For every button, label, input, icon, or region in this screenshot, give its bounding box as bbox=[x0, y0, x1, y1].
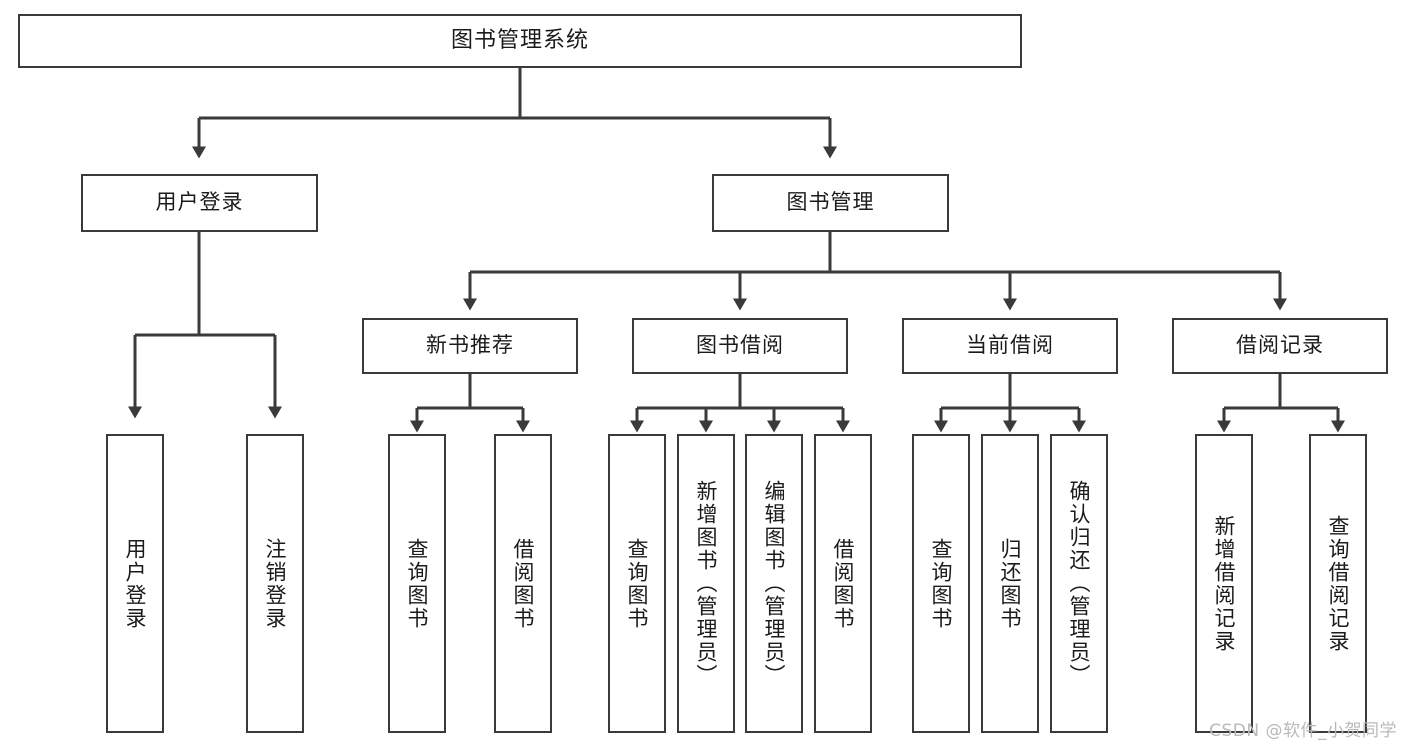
node-label: 当前借阅 bbox=[966, 333, 1054, 358]
node-borrow-record[interactable]: 借阅记录 bbox=[1172, 318, 1388, 374]
node-label: 新增图书（管理员） bbox=[694, 480, 718, 687]
leaf-current-borrow-return-book[interactable]: 归还图书 bbox=[981, 434, 1039, 733]
node-label: 借阅图书 bbox=[511, 537, 535, 630]
node-label: 借阅记录 bbox=[1236, 333, 1324, 358]
node-label: 新增借阅记录 bbox=[1212, 514, 1236, 653]
node-label: 图书管理系统 bbox=[450, 27, 589, 53]
leaf-user-login-login[interactable]: 用户登录 bbox=[106, 434, 164, 733]
leaf-new-book-borrow-book[interactable]: 借阅图书 bbox=[494, 434, 552, 733]
node-label: 图书管理 bbox=[786, 190, 875, 215]
node-label: 查询图书 bbox=[929, 537, 953, 630]
node-label: 查询图书 bbox=[625, 537, 649, 630]
node-label: 查询图书 bbox=[405, 537, 429, 630]
node-label: 用户登录 bbox=[155, 190, 244, 215]
leaf-current-borrow-query-book[interactable]: 查询图书 bbox=[912, 434, 970, 733]
node-book-management[interactable]: 图书管理 bbox=[712, 174, 949, 232]
leaf-book-borrow-borrow-book[interactable]: 借阅图书 bbox=[814, 434, 872, 733]
node-label: 借阅图书 bbox=[831, 537, 855, 630]
leaf-book-borrow-query-book[interactable]: 查询图书 bbox=[608, 434, 666, 733]
leaf-book-borrow-edit-book-admin[interactable]: 编辑图书（管理员） bbox=[745, 434, 803, 733]
node-label: 归还图书 bbox=[998, 537, 1022, 630]
leaf-borrow-record-query-record[interactable]: 查询借阅记录 bbox=[1309, 434, 1367, 733]
node-current-borrow[interactable]: 当前借阅 bbox=[902, 318, 1118, 374]
node-label: 编辑图书（管理员） bbox=[762, 480, 786, 687]
watermark: CSDN @软件_小贺同学 bbox=[1209, 721, 1397, 741]
node-label: 查询借阅记录 bbox=[1326, 514, 1350, 653]
leaf-new-book-query-book[interactable]: 查询图书 bbox=[388, 434, 446, 733]
node-label: 确认归还（管理员） bbox=[1067, 480, 1091, 687]
node-book-borrow[interactable]: 图书借阅 bbox=[632, 318, 848, 374]
node-label: 图书借阅 bbox=[696, 333, 784, 358]
node-root-book-management-system[interactable]: 图书管理系统 bbox=[18, 14, 1022, 68]
leaf-current-borrow-confirm-return-admin[interactable]: 确认归还（管理员） bbox=[1050, 434, 1108, 733]
node-user-login[interactable]: 用户登录 bbox=[81, 174, 318, 232]
node-label: 新书推荐 bbox=[426, 333, 514, 358]
leaf-book-borrow-add-book-admin[interactable]: 新增图书（管理员） bbox=[677, 434, 735, 733]
node-label: 用户登录 bbox=[123, 537, 147, 630]
leaf-user-login-logout[interactable]: 注销登录 bbox=[246, 434, 304, 733]
node-new-book-recommend[interactable]: 新书推荐 bbox=[362, 318, 578, 374]
leaf-borrow-record-add-record[interactable]: 新增借阅记录 bbox=[1195, 434, 1253, 733]
node-label: 注销登录 bbox=[263, 537, 287, 630]
